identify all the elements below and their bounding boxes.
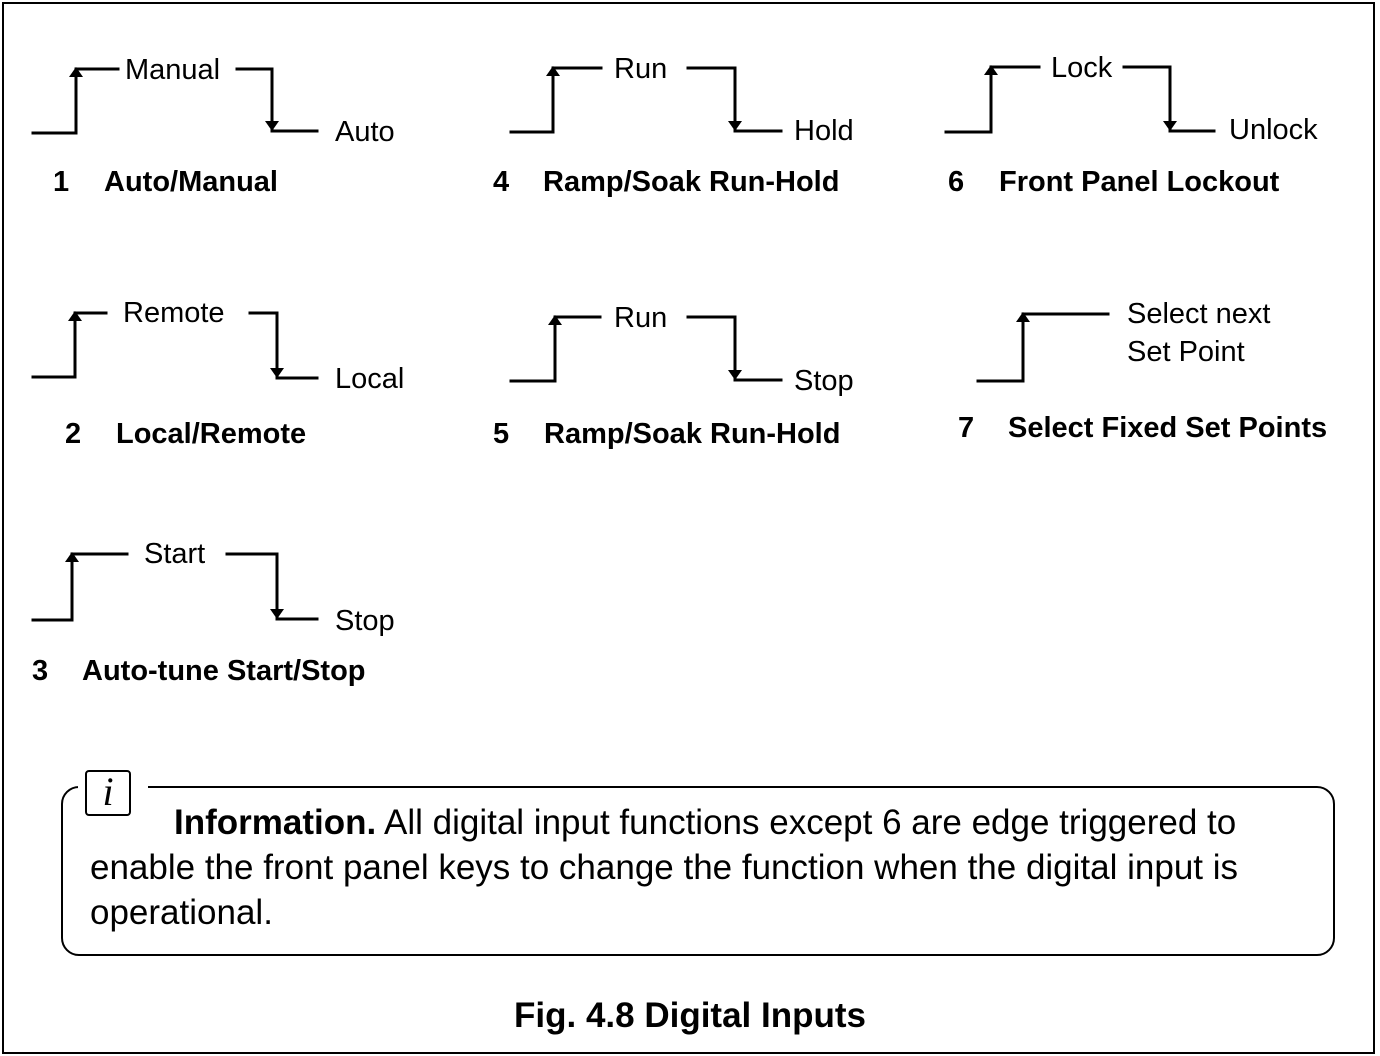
high-label-3: Start [144,538,206,570]
figure-caption: Fig. 4.8 Digital Inputs [514,996,866,1035]
high-label-5: Run [614,302,668,334]
high-label-2: Remote [123,297,225,329]
waveform-2 [31,311,319,380]
function-title: Auto/Manual [104,166,278,198]
function-caption-6: 6 Front Panel Lockout [948,168,1279,197]
function-number: 4 [493,166,510,198]
function-caption-2: 2 Local/Remote [65,420,306,449]
low-label-6: Unlock [1229,114,1318,146]
function-caption-3: 3 Auto-tune Start/Stop [32,657,366,686]
info-icon-wrapper: i [78,770,148,820]
waveform-3 [31,552,319,622]
function-caption-4: 4 Ramp/Soak Run-Hold [493,168,839,197]
function-number: 1 [53,166,70,198]
information-box [61,786,1335,956]
high-label-1: Manual [125,54,221,86]
information-text: Information. All digital input functions… [90,800,1320,935]
low-label-4: Hold [794,115,854,147]
function-caption-1: 1 Auto/Manual [53,168,278,197]
waveform-1 [31,67,319,135]
low-label-1: Auto [335,116,395,148]
waveform-7 [976,312,1110,383]
high-label-6: Lock [1051,52,1113,84]
high-label-4: Run [614,53,668,85]
function-title: Ramp/Soak Run-Hold [544,418,841,450]
function-number: 5 [493,418,510,450]
information-heading: Information. [174,803,377,842]
info-icon: i [85,770,131,816]
waveform-5 [509,315,783,383]
high-label-7-line1: Select next [1127,298,1271,330]
function-title: Select Fixed Set Points [1008,412,1328,444]
waveform-4 [509,66,783,134]
function-title: Front Panel Lockout [999,166,1280,198]
low-label-3: Stop [335,605,395,637]
function-number: 2 [65,418,82,450]
low-label-5: Stop [794,365,854,397]
low-label-2: Local [335,363,405,395]
function-number: 3 [32,655,49,687]
function-caption-7: 7 Select Fixed Set Points [958,414,1327,443]
function-title: Ramp/Soak Run-Hold [543,166,840,198]
function-number: 7 [958,412,975,444]
function-caption-5: 5 Ramp/Soak Run-Hold [493,420,840,449]
high-label-7-line2: Set Point [1127,336,1245,368]
function-title: Local/Remote [116,418,307,450]
information-body: All digital input functions except 6 are… [90,803,1239,932]
function-number: 6 [948,166,965,198]
function-title: Auto-tune Start/Stop [82,655,366,687]
waveform-6 [944,65,1216,134]
